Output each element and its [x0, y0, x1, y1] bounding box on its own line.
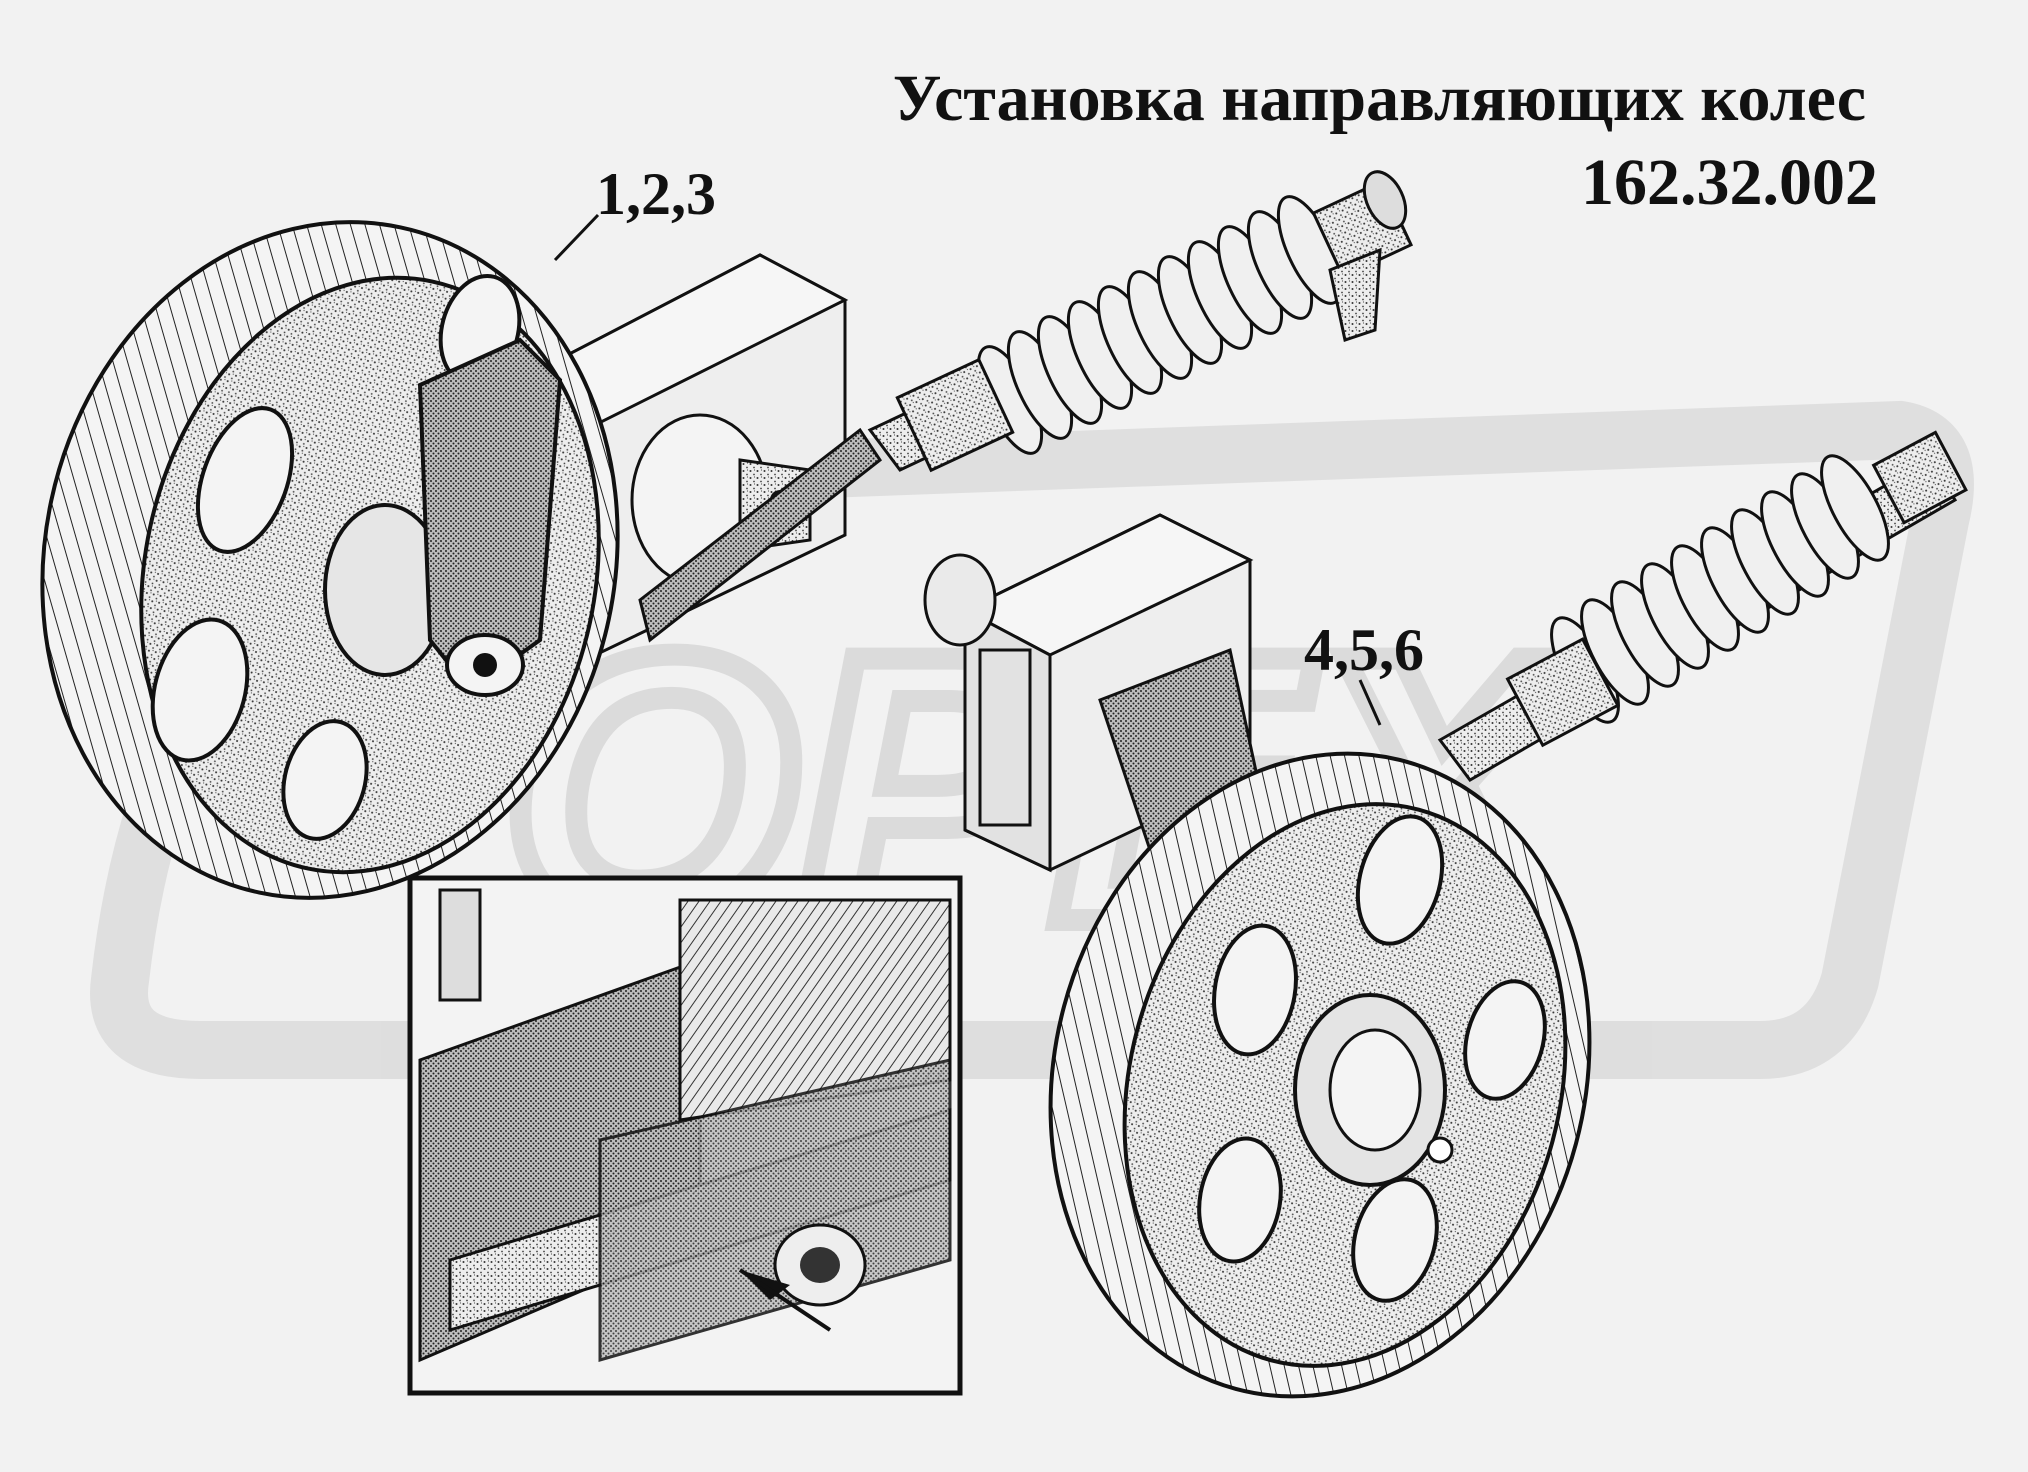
bracket-lower	[923, 513, 1262, 873]
callout-label-wheel-1: 1,2,3	[596, 161, 716, 227]
title-line-1: Установка направляющих колес	[892, 62, 1866, 135]
tension-spring-lower	[1437, 430, 1968, 782]
inset-detail-view	[407, 875, 963, 1396]
idler-wheel-lower	[1048, 751, 1592, 1399]
tension-spring-upper	[867, 170, 1414, 473]
callout-label-wheel-2: 4,5,6	[1304, 617, 1424, 683]
idler-wheel-upper	[40, 220, 883, 900]
leader-line-a	[553, 213, 600, 262]
title-line-2-part-number: 162.32.002	[1581, 146, 1878, 219]
leader-line-b	[1358, 679, 1382, 726]
